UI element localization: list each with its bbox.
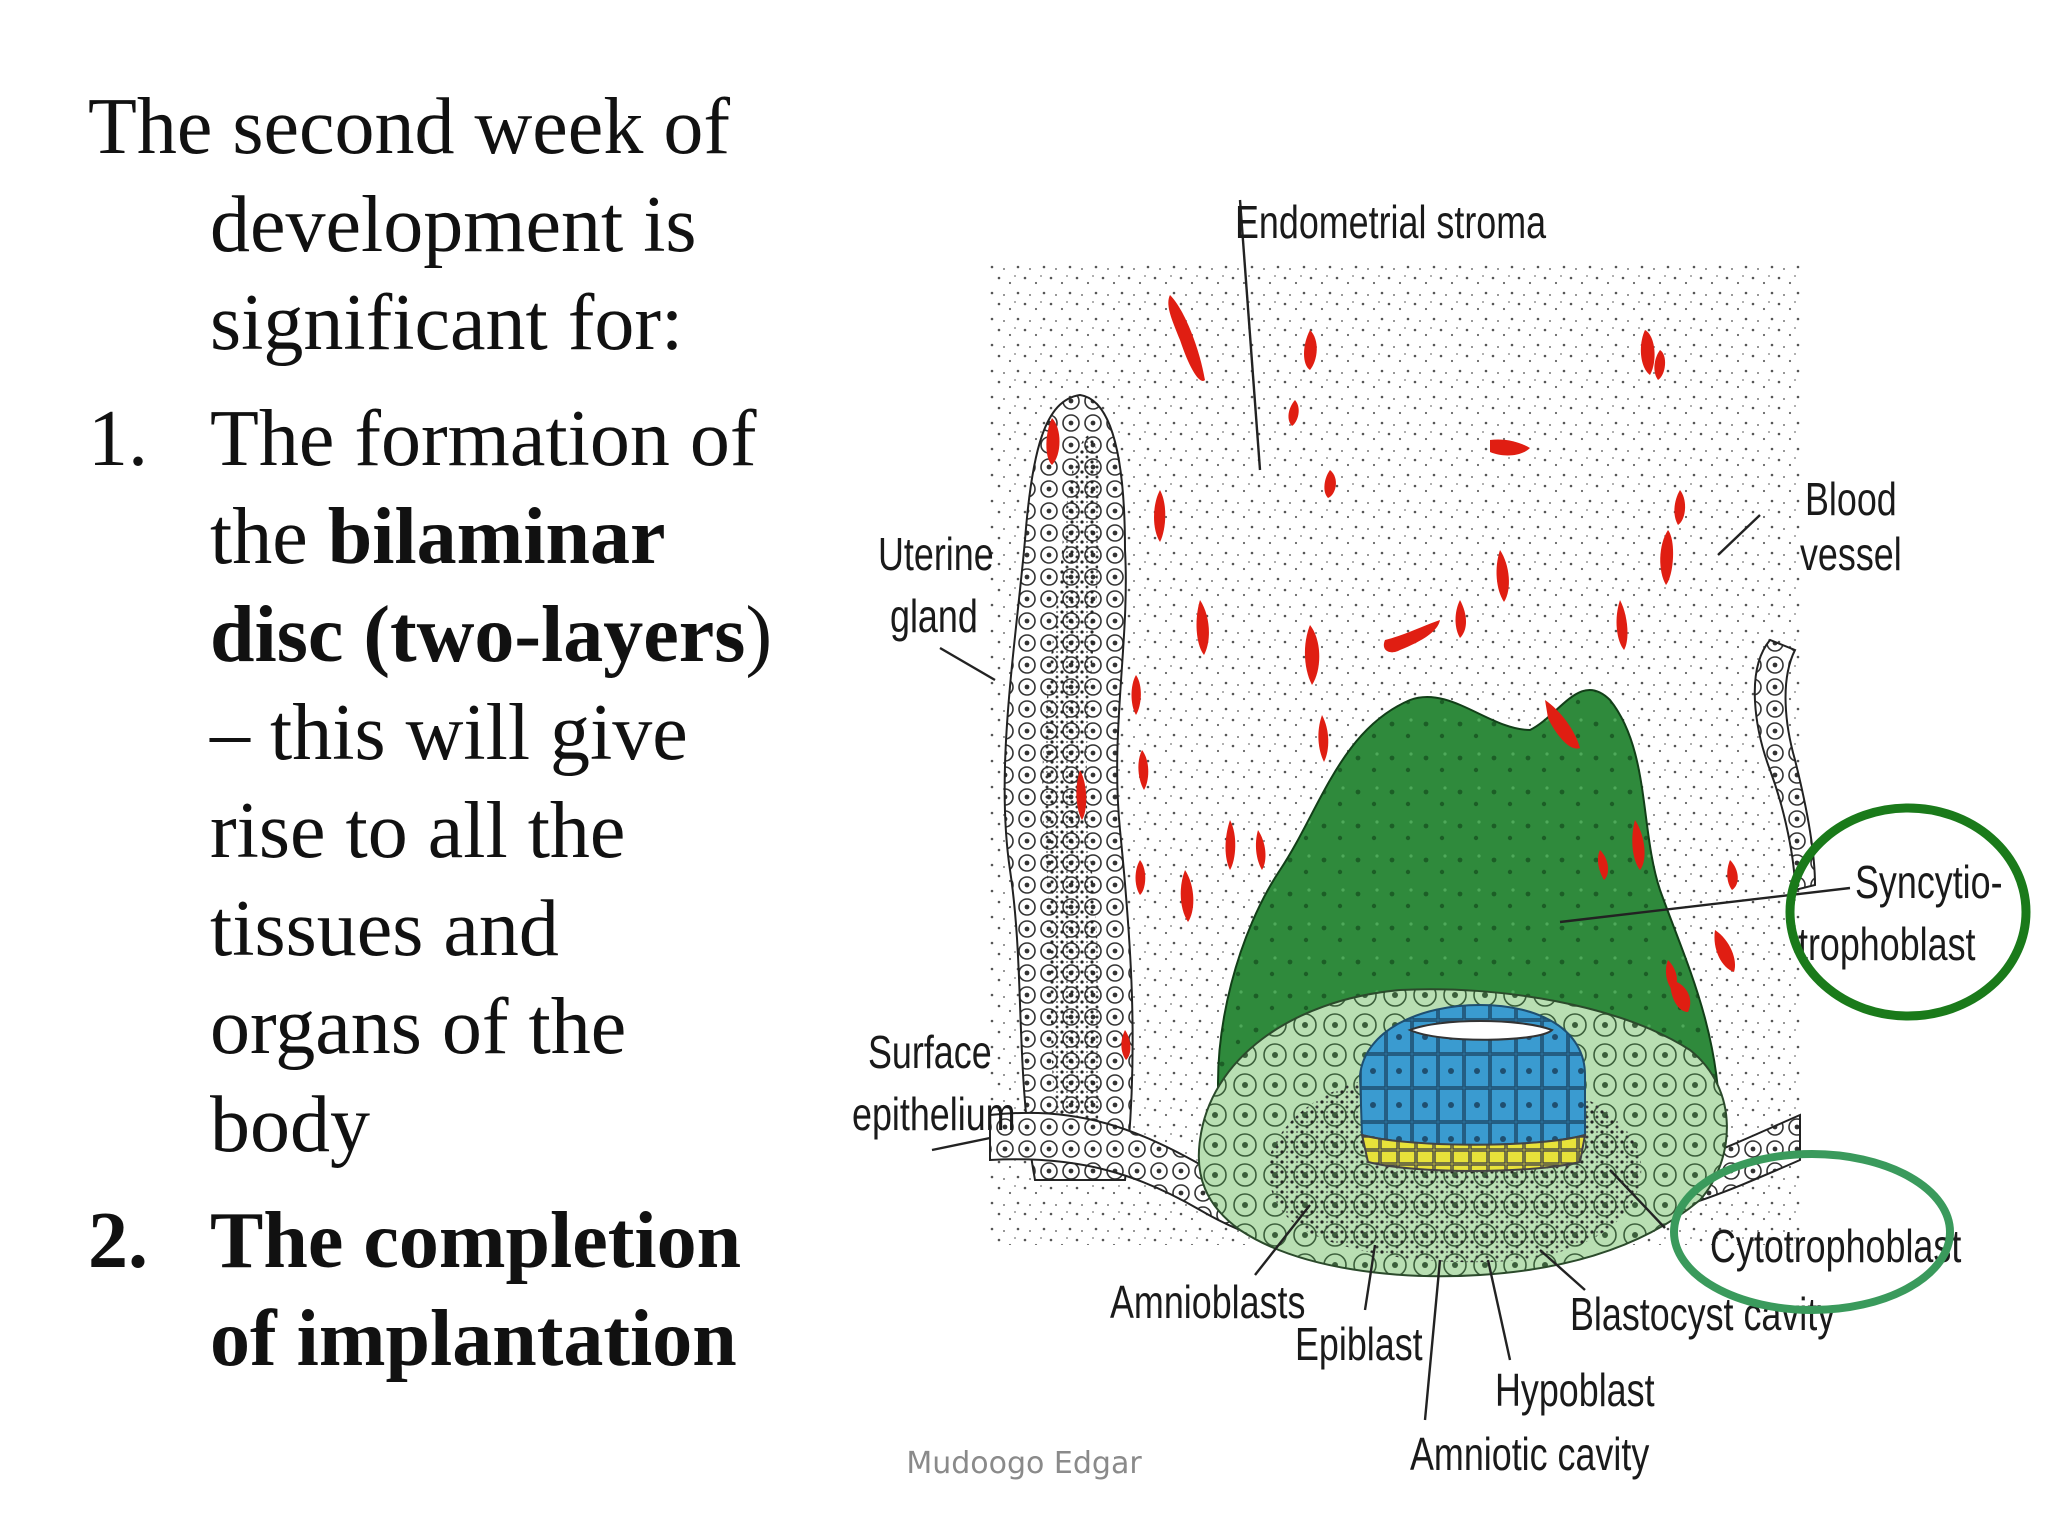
label-cytotrophoblast: Cytotrophoblast: [1710, 1221, 1962, 1272]
label-amnioblasts: Amnioblasts: [1110, 1277, 1305, 1328]
label-uterine: Uterine: [878, 529, 994, 580]
list-line: organs of the: [210, 978, 788, 1076]
label-surface: Surface: [868, 1027, 992, 1078]
intro-line: development is: [210, 181, 697, 269]
highlight-circle-syncytiotrophoblast: [1785, 803, 2031, 1021]
list-line: rise to all the: [210, 782, 788, 880]
bold-text: bilaminar: [327, 493, 666, 581]
text-run: The formation of: [210, 395, 757, 483]
highlight-circle-cytotrophoblast: [1670, 1150, 1954, 1314]
list-number: 2.: [88, 1197, 148, 1285]
text-run: – this will give: [210, 689, 688, 777]
list-line: The completion: [210, 1192, 788, 1290]
intro-line: The second week of: [88, 83, 730, 171]
bold-text: disc (two-layers: [210, 591, 746, 679]
list-line: The formation of: [210, 390, 788, 488]
list-line: disc (two-layers): [210, 586, 788, 684]
amniotic-cavity: [1407, 1020, 1554, 1041]
text-run: organs of the: [210, 983, 627, 1071]
implantation-diagram: Endometrial stroma Blood vessel Uterine …: [840, 170, 2040, 1500]
text-run: rise to all the: [210, 787, 626, 875]
blood-vessels: [1046, 295, 1738, 1060]
list-line: the bilaminar: [210, 488, 788, 586]
slide-text: The second week of development is signific…: [88, 78, 788, 1388]
label-epiblast: Epiblast: [1295, 1319, 1423, 1370]
label-trophoblast: trophoblast: [1798, 919, 1976, 970]
intro-text: The second week of development is signific…: [88, 78, 788, 372]
text-run: the: [210, 493, 328, 581]
bold-text: The completion: [210, 1197, 742, 1285]
leader-lines: [931, 199, 1851, 1421]
text-run: body: [210, 1081, 370, 1169]
label-amniotic-cavity: Amniotic cavity: [1410, 1429, 1650, 1480]
diagram-svg: Endometrial stroma Blood vessel Uterine …: [852, 197, 2031, 1480]
uterine-gland-lumen: [1042, 435, 1101, 1160]
list-line: body: [210, 1076, 788, 1174]
intro-line: significant for:: [210, 279, 684, 367]
label-gland: gland: [890, 591, 978, 642]
label-epithelium: epithelium: [852, 1089, 1016, 1140]
list-line: of implantation: [210, 1290, 788, 1388]
footer-author: Mudoogo Edgar: [906, 1446, 1142, 1481]
label-hypoblast: Hypoblast: [1495, 1365, 1655, 1416]
list-line: tissues and: [210, 880, 788, 978]
text-run: ): [745, 591, 773, 679]
list-number: 1.: [88, 395, 148, 483]
right-gland: [1753, 638, 1817, 892]
list-item: 2. The completion of implantation: [88, 1192, 788, 1388]
label-endometrial-stroma: Endometrial stroma: [1235, 197, 1546, 248]
list-line: – this will give: [210, 684, 788, 782]
hypoblast-layer: [1360, 1133, 1587, 1172]
label-blood: Blood: [1805, 474, 1897, 525]
label-syncytio: Syncytio-: [1855, 857, 2003, 908]
text-run: tissues and: [210, 885, 559, 973]
bold-text: of implantation: [210, 1295, 737, 1383]
label-vessel: vessel: [1800, 529, 1902, 580]
label-blastocyst-cavity: Blastocyst cavity: [1570, 1289, 1836, 1340]
